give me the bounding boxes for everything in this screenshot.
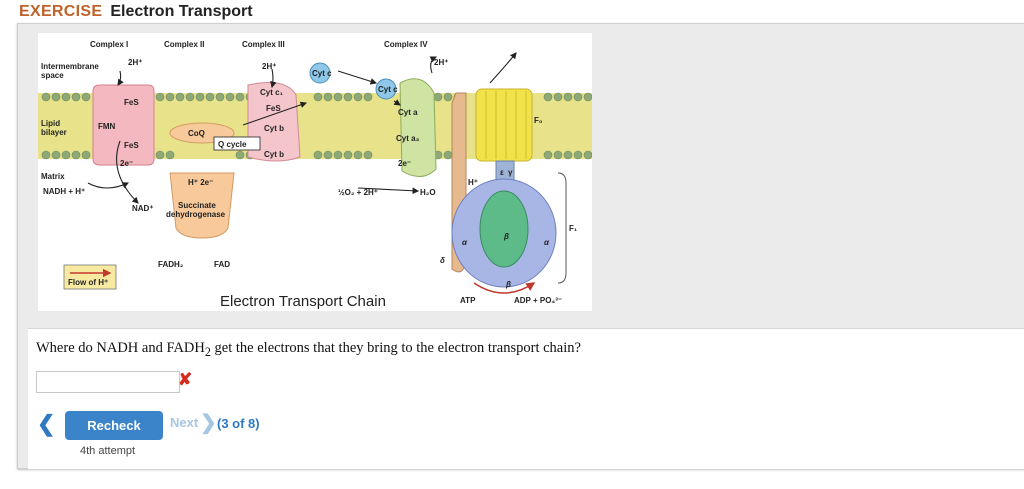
exercise-title: Electron Transport	[110, 3, 253, 20]
label-matrix: Matrix	[41, 172, 65, 181]
label-flow: Flow of H⁺	[68, 278, 108, 287]
label-epsilon: ε	[500, 168, 504, 177]
label-cyt-a3: Cyt a₃	[396, 134, 420, 143]
next-chevron-icon[interactable]: ❯	[200, 412, 217, 434]
label-fo: F₀	[534, 116, 543, 125]
recheck-button[interactable]: Recheck	[65, 411, 163, 440]
label-cyt-a: Cyt a	[398, 108, 418, 117]
label-fmn: FMN	[98, 122, 116, 131]
label-q-cycle: Q cycle	[218, 140, 247, 149]
label-alpha-2: α	[544, 238, 550, 247]
beta-shape	[479, 190, 529, 268]
label-fes-1: FeS	[124, 98, 139, 107]
label-cyt-c-1: Cyt c	[312, 69, 332, 78]
flow-arrows	[87, 52, 517, 204]
label-fadh2: FADH₂	[158, 260, 184, 269]
label-cyt-c-2: Cyt c	[378, 85, 398, 94]
label-space: space	[41, 71, 64, 80]
cyt-c-2-shape	[375, 78, 397, 100]
label-cyt-c1: Cyt c₁	[260, 88, 284, 97]
label-h2o: H₂O	[420, 188, 436, 197]
q-cycle-box	[213, 136, 261, 151]
label-complex-ii: Complex II	[164, 40, 204, 49]
label-2e-2: 2e⁻	[398, 159, 411, 168]
complex-i-shape	[92, 84, 155, 166]
fo-subunit	[475, 88, 533, 162]
question-count: (3 of 8)	[217, 416, 260, 431]
label-beta-1: β	[503, 232, 509, 241]
figure-caption: Electron Transport Chain	[220, 293, 386, 310]
label-gamma: γ	[508, 168, 513, 177]
label-cyt-b-1: Cyt b	[264, 124, 284, 133]
answer-input[interactable]	[36, 371, 180, 393]
label-nadh: NADH + H⁺	[43, 187, 85, 196]
exercise-header: EXERCISE Electron Transport	[19, 3, 253, 21]
fo-stripes	[485, 91, 527, 159]
label-complex-i: Complex I	[90, 40, 128, 49]
label-2h-2: 2H⁺	[262, 62, 276, 71]
label-cyt-b-2: Cyt b	[264, 150, 284, 159]
next-button[interactable]: Next	[170, 415, 199, 430]
question-subscript: 2	[204, 344, 211, 359]
attempt-label: 4th attempt	[80, 445, 136, 457]
label-adp: ADP + PO₄³⁻	[514, 296, 562, 305]
label-atp: ATP	[460, 296, 476, 305]
rotation-arrow	[473, 282, 536, 294]
label-h-2e: H⁺ 2e⁻	[188, 178, 213, 187]
label-delta: δ	[440, 256, 445, 265]
label-lipid: Lipid	[41, 119, 60, 128]
label-beta-2: β	[505, 280, 511, 289]
label-intermembrane: Intermembrane	[41, 62, 99, 71]
previous-icon[interactable]: ❮	[37, 411, 56, 436]
label-fad: FAD	[214, 260, 230, 269]
question-panel	[28, 328, 1024, 469]
f1-bracket	[557, 172, 567, 284]
label-fes-3: FeS	[266, 104, 281, 113]
exercise-tag: EXERCISE	[19, 3, 103, 20]
complex-iii-shape	[247, 82, 301, 162]
label-2e-1: 2e⁻	[120, 159, 133, 168]
cyt-c-1-shape	[309, 62, 331, 84]
electron-transport-diagram: Complex I Complex II Complex III Complex…	[38, 40, 592, 310]
question-text: Where do NADH and FADH2 get the electron…	[36, 340, 581, 360]
label-dehydrogenase: dehydrogenase	[166, 210, 226, 219]
electron-transport-figure: Complex I Complex II Complex III Complex…	[38, 33, 592, 311]
label-complex-iii: Complex III	[242, 40, 285, 49]
label-succinate: Succinate	[178, 201, 216, 210]
label-h-plus: H⁺	[468, 178, 478, 187]
complex-ii-shape	[169, 172, 235, 239]
label-alpha-1: α	[462, 238, 468, 247]
label-fes-2: FeS	[124, 141, 139, 150]
complex-iv-shape	[399, 78, 437, 177]
label-nad: NAD⁺	[132, 204, 154, 213]
label-f1: F₁	[569, 224, 578, 233]
label-coq: CoQ	[188, 129, 205, 138]
question-text-before: Where do NADH and FADH	[36, 340, 205, 356]
label-complex-iv: Complex IV	[384, 40, 428, 49]
label-o2: ½O₂ + 2H⁺	[338, 188, 378, 197]
question-text-after: get the electrons that they bring to the…	[210, 340, 581, 356]
label-bilayer: bilayer	[41, 128, 67, 137]
label-2h-1: 2H⁺	[128, 58, 142, 67]
incorrect-icon: ✘	[178, 370, 193, 389]
label-2h-3: 2H⁺	[434, 58, 448, 67]
